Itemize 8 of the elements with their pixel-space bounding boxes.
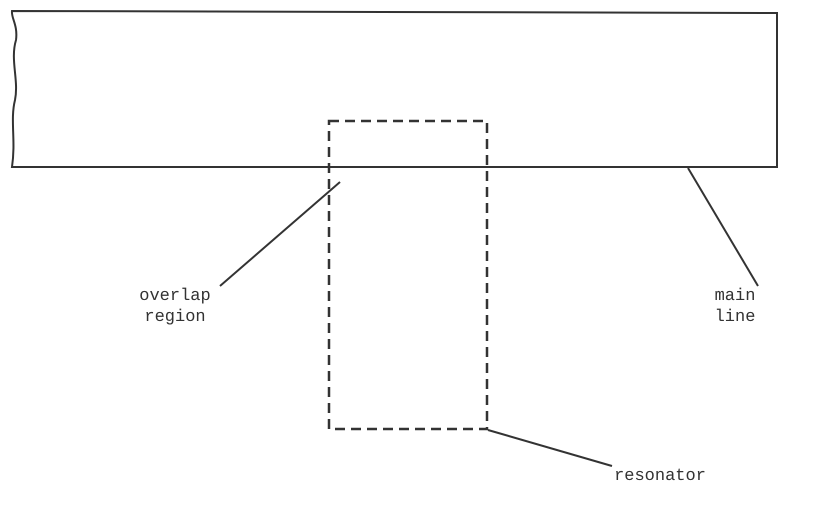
part-label: overlap region [130, 286, 220, 328]
leader-line [488, 429, 612, 467]
leader-line [687, 168, 759, 286]
part-label: resonator [600, 466, 720, 487]
resonator-outline [328, 120, 488, 430]
part-label: main line [700, 286, 770, 328]
main-line-strip [10, 10, 778, 168]
leader-line [219, 181, 341, 287]
